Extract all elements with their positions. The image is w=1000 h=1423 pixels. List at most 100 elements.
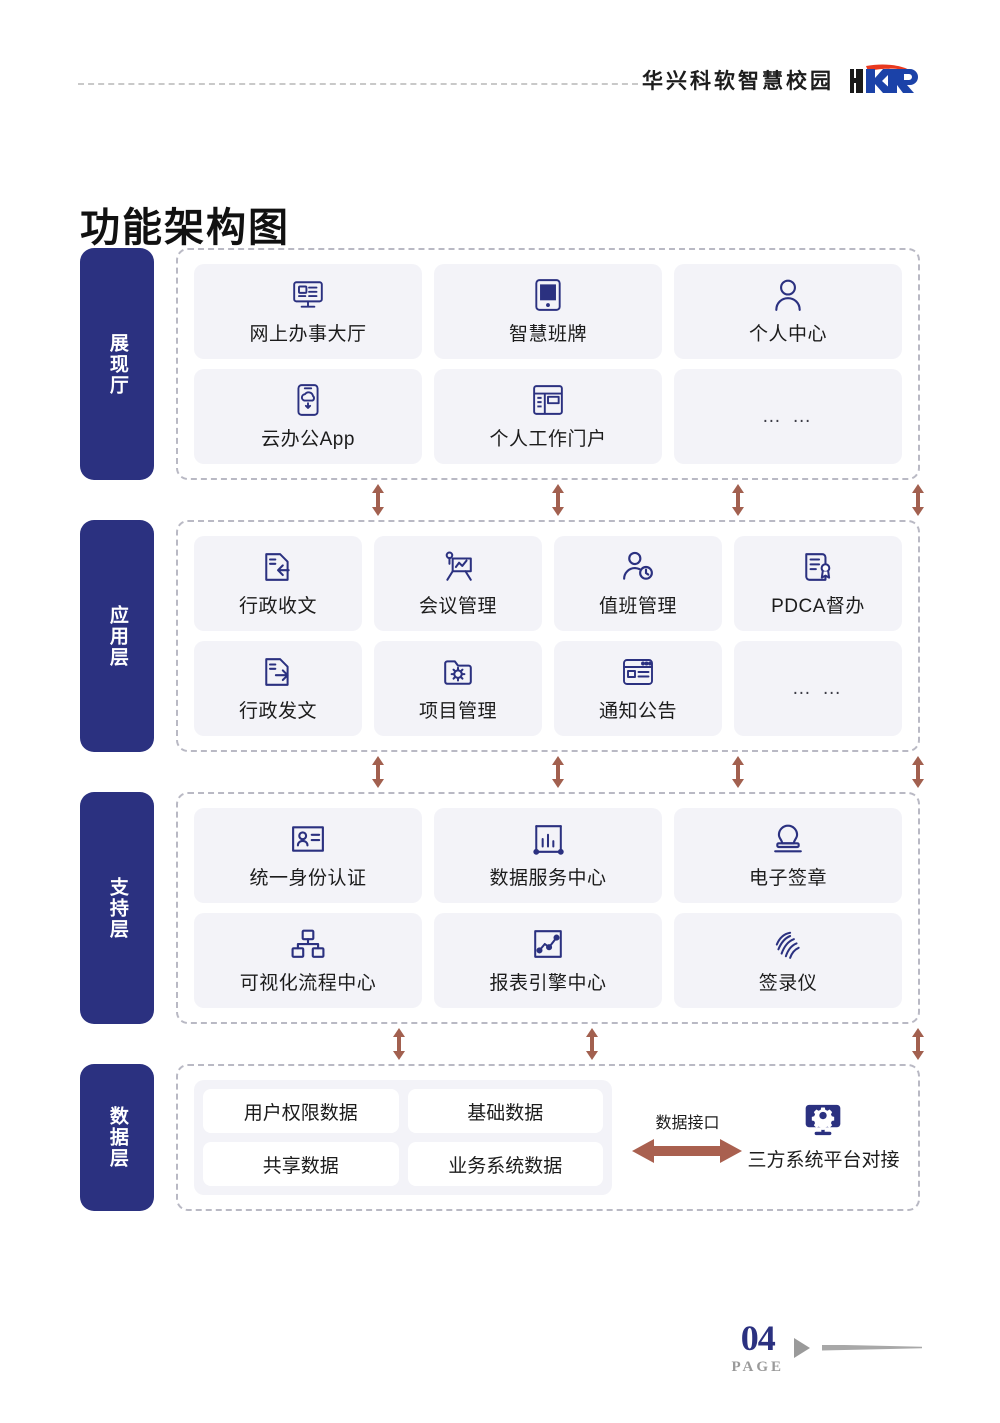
footer-divider [822, 1344, 922, 1351]
layer-label-application: 应用层 [80, 520, 154, 752]
card-pdca-supervision[interactable]: PDCA督办 [734, 536, 902, 631]
card-smart-class-board[interactable]: 智慧班牌 [434, 264, 662, 359]
card-row: 行政发文 项目管理 [194, 641, 902, 736]
card-unified-identity-auth[interactable]: 统一身份认证 [194, 808, 422, 903]
card-label: 个人中心 [748, 324, 827, 345]
layer-body-data: 用户权限数据 基础数据 共享数据 业务系统数据 数据接口 [176, 1064, 920, 1211]
card-row: 行政收文 会议管理 [194, 536, 902, 631]
connector-strip-presentation-application [176, 480, 924, 520]
card-data-service-center[interactable]: 数据服务中心 [434, 808, 662, 903]
connector-strip-support-data [176, 1024, 924, 1064]
card-label: 行政发文 [238, 701, 317, 722]
announcement-window-icon [622, 654, 654, 690]
double-arrow-vertical-icon [910, 484, 926, 516]
card-label: 电子签章 [748, 868, 827, 889]
layer-label-data: 数据层 [80, 1064, 154, 1211]
double-arrow-vertical-icon [730, 756, 746, 788]
card-label: 统一身份认证 [249, 868, 367, 889]
pill-row: 用户权限数据 基础数据 [203, 1089, 603, 1133]
triangle-right-icon [794, 1337, 812, 1359]
page-header: 华兴科软智慧校园 [0, 0, 1000, 120]
pill-basic-data[interactable]: 基础数据 [407, 1089, 603, 1133]
card-duty-management[interactable]: 值班管理 [554, 536, 722, 631]
data-interface-connector: 数据接口 [632, 1109, 743, 1166]
pill-shared-data[interactable]: 共享数据 [203, 1142, 399, 1186]
connector-strip-application-support [176, 752, 924, 792]
pill-user-permission-data[interactable]: 用户权限数据 [203, 1089, 399, 1133]
header-divider [78, 83, 638, 85]
pill-business-system-data[interactable]: 业务系统数据 [407, 1142, 603, 1186]
double-arrow-vertical-icon [584, 1028, 600, 1060]
card-label: 个人工作门户 [489, 429, 607, 450]
card-more-presentation: … … [674, 369, 902, 464]
card-visual-process-center[interactable]: 可视化流程中心 [194, 913, 422, 1008]
card-personal-work-portal[interactable]: 个人工作门户 [434, 369, 662, 464]
double-arrow-vertical-icon [730, 484, 746, 516]
double-arrow-vertical-icon [391, 1028, 407, 1060]
card-label: 行政收文 [238, 596, 317, 617]
card-admin-outgoing-doc[interactable]: 行政发文 [194, 641, 362, 736]
card-more-application: … … [734, 641, 902, 736]
card-electronic-seal[interactable]: 电子签章 [674, 808, 902, 903]
card-label: 可视化流程中心 [239, 973, 377, 994]
card-label: 通知公告 [598, 701, 677, 722]
double-arrow-vertical-icon [550, 756, 566, 788]
card-label: … … [761, 405, 815, 427]
person-icon [773, 277, 803, 313]
card-notice-announcement[interactable]: 通知公告 [554, 641, 722, 736]
card-label: PDCA督办 [771, 596, 865, 617]
dashboard-layout-icon [532, 382, 564, 418]
card-meeting-management[interactable]: 会议管理 [374, 536, 542, 631]
double-arrow-horizontal-icon [632, 1136, 743, 1166]
document-badge-icon [802, 549, 834, 585]
card-label: 云办公App [261, 429, 355, 450]
page-number: 04 [740, 1318, 776, 1358]
data-interface-block: 数据接口 [612, 1103, 902, 1172]
brand-lockup: 华兴科软智慧校园 [642, 60, 922, 100]
card-admin-incoming-doc[interactable]: 行政收文 [194, 536, 362, 631]
card-label: 报表引擎中心 [489, 973, 607, 994]
card-label: 签录仪 [758, 973, 818, 994]
card-label: 智慧班牌 [508, 324, 587, 345]
card-label: 会议管理 [418, 596, 497, 617]
card-personal-center[interactable]: 个人中心 [674, 264, 902, 359]
stamp-icon [772, 821, 804, 857]
double-arrow-vertical-icon [550, 484, 566, 516]
card-row: 统一身份认证 数据服务中心 [194, 808, 902, 903]
monitor-gear-icon [804, 1103, 842, 1137]
double-arrow-vertical-icon [370, 756, 386, 788]
hkr-logo-icon [848, 60, 922, 100]
line-chart-box-icon [532, 926, 564, 962]
card-row: 可视化流程中心 报表引擎中心 [194, 913, 902, 1008]
layer-support: 支持层 统一身份认证 [80, 792, 920, 1024]
tablet-icon [533, 277, 563, 313]
document-out-icon [262, 654, 294, 690]
data-interface-label: 数据接口 [655, 1115, 720, 1132]
page-title: 功能架构图 [80, 205, 290, 250]
third-party-platform-block[interactable]: 三方系统平台对接 [747, 1103, 899, 1172]
id-card-icon [291, 821, 325, 857]
card-report-engine-center[interactable]: 报表引擎中心 [434, 913, 662, 1008]
brand-name: 华兴科软智慧校园 [642, 70, 834, 93]
card-project-management[interactable]: 项目管理 [374, 641, 542, 736]
mobile-cloud-icon [295, 382, 321, 418]
org-tree-icon [291, 926, 325, 962]
double-arrow-vertical-icon [910, 1028, 926, 1060]
card-row: 云办公App 个人工作门户 … … [194, 369, 902, 464]
card-online-service-hall[interactable]: 网上办事大厅 [194, 264, 422, 359]
card-signature-recorder[interactable]: 签录仪 [674, 913, 902, 1008]
card-cloud-office-app[interactable]: 云办公App [194, 369, 422, 464]
double-arrow-vertical-icon [370, 484, 386, 516]
card-label: 项目管理 [418, 701, 497, 722]
bar-chart-box-icon [532, 821, 564, 857]
card-label: 网上办事大厅 [249, 324, 367, 345]
double-arrow-vertical-icon [910, 756, 926, 788]
layer-body-support: 统一身份认证 数据服务中心 [176, 792, 920, 1024]
architecture-diagram: 展现厅 网上办事大厅 [80, 248, 924, 1211]
fingerprint-icon [772, 926, 804, 962]
third-party-platform-label: 三方系统平台对接 [747, 1150, 900, 1171]
card-label: 值班管理 [598, 596, 677, 617]
layer-label-presentation: 展现厅 [80, 248, 154, 480]
layer-presentation: 展现厅 网上办事大厅 [80, 248, 920, 480]
document-in-icon [262, 549, 294, 585]
